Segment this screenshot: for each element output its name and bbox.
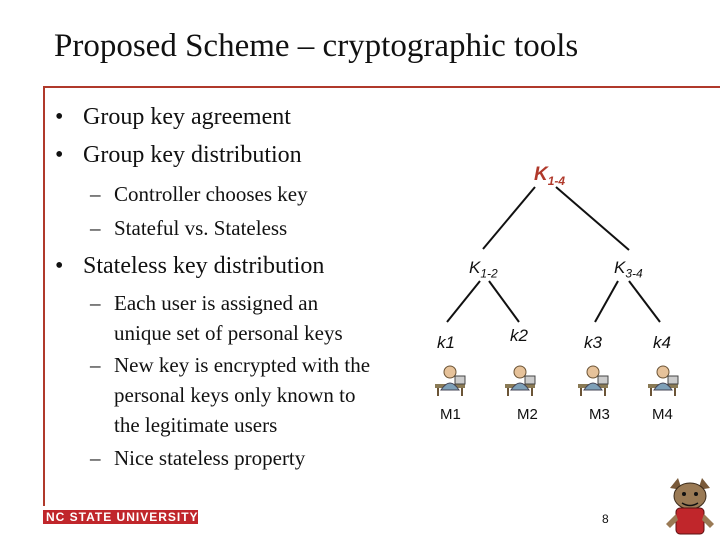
bullet-text: Stateless key distribution	[83, 253, 325, 279]
member-label-m1: M1	[440, 406, 461, 423]
sub-dash: –	[90, 446, 101, 470]
sub-line: personal keys only known to	[114, 383, 356, 407]
bullet-stateless-key-distribution: • Stateless key distribution	[55, 253, 325, 280]
sub-dash: –	[90, 182, 101, 206]
bullet-dot: •	[55, 253, 64, 279]
edge-root-left	[482, 186, 536, 250]
root-key-label: K1-4	[534, 164, 566, 188]
member-label-m2: M2	[517, 406, 538, 423]
bullet-text: Group key distribution	[83, 142, 302, 168]
left-subgroup-key-label: K1-2	[469, 258, 498, 281]
bullet-dot: •	[55, 142, 64, 168]
bullet-group-key-distribution: • Group key distribution	[55, 142, 302, 169]
edge-right-k3	[594, 280, 619, 323]
user-at-computer-icon	[435, 365, 466, 396]
edge-root-right	[555, 186, 630, 251]
sub-line: unique set of personal keys	[114, 321, 343, 345]
leaf-key-k1: k1	[437, 333, 455, 352]
edge-left-k1	[446, 280, 481, 323]
member-label-m3: M3	[589, 406, 610, 423]
page-number: 8	[602, 512, 609, 526]
university-logo-bar	[43, 510, 198, 524]
user-at-computer-icon	[648, 365, 679, 396]
sub-dash: –	[90, 353, 101, 377]
leaf-key-k4: k4	[653, 333, 671, 352]
sub-text: Stateful vs. Stateless	[114, 216, 288, 240]
leaf-key-k2: k2	[510, 326, 528, 345]
sub-line: New key is encrypted with the	[114, 353, 371, 377]
leaf-key-k3: k3	[584, 333, 602, 352]
user-at-computer-icon	[505, 365, 536, 396]
bullet-group-key-agreement: • Group key agreement	[55, 104, 291, 131]
sub-bullet-stateful: – Stateful vs. Stateless	[90, 216, 288, 241]
right-subgroup-key-label: K3-4	[614, 258, 643, 281]
edge-left-k2	[488, 280, 520, 323]
sub-bullet-assigned: – Each user is assigned an unique set of…	[90, 288, 343, 348]
university-logo-text: NC STATE UNIVERSITY	[46, 510, 199, 524]
user-at-computer-icon	[578, 365, 609, 396]
sub-line: Each user is assigned an	[114, 291, 319, 315]
sub-text: Controller chooses key	[114, 182, 308, 206]
sub-bullet-nice-stateless: – Nice stateless property	[90, 443, 306, 473]
member-label-m4: M4	[652, 406, 673, 423]
edge-right-k4	[628, 280, 661, 323]
wolf-mascot-icon	[666, 478, 714, 535]
sub-line: the legitimate users	[114, 413, 278, 437]
sub-dash: –	[90, 291, 101, 315]
bullet-text: Group key agreement	[83, 104, 291, 130]
sub-bullet-encrypted: – New key is encrypted with the personal…	[90, 350, 371, 440]
title-divider	[43, 86, 720, 88]
slide-title: Proposed Scheme – cryptographic tools	[54, 28, 579, 64]
bullet-dot: •	[55, 104, 64, 130]
left-accent-rule	[43, 86, 45, 506]
sub-dash: –	[90, 216, 101, 240]
sub-line: Nice stateless property	[114, 446, 306, 470]
sub-bullet-controller: – Controller chooses key	[90, 182, 308, 207]
